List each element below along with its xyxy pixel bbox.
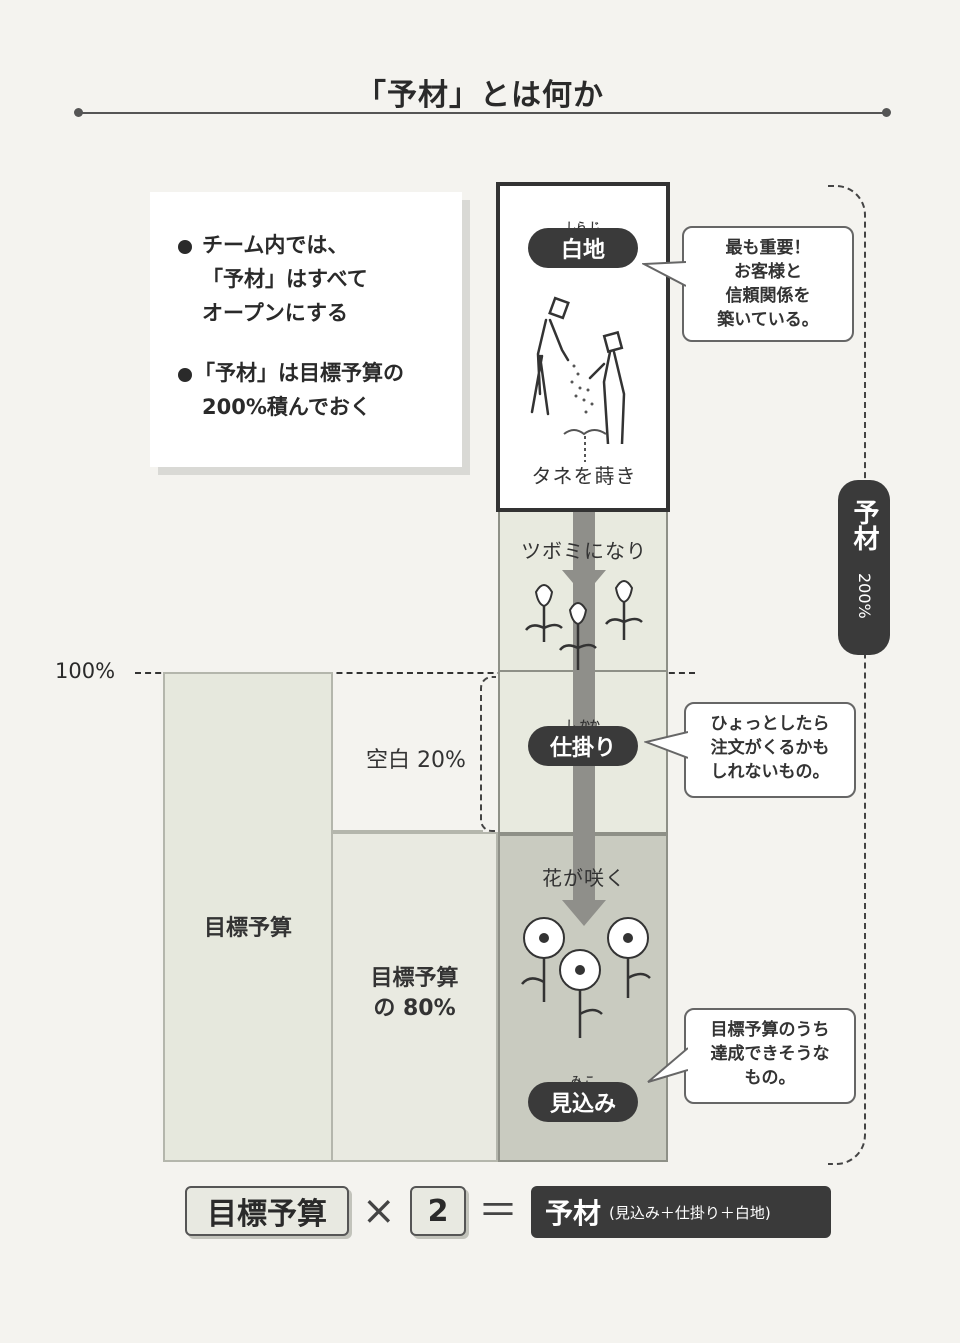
callout-line: 信頼関係を (725, 286, 811, 306)
flowers-illustration (521, 917, 651, 1038)
arrow-down-icon (562, 900, 606, 926)
callout-shiraji: 最も重要！ お客様と 信頼関係を 築いている。 (682, 226, 854, 342)
seed-sprout-icon (563, 429, 607, 462)
callout-pointer-icon (647, 1047, 688, 1083)
bullet-item: チーム内では、 「予材」はすべて オープンにする (178, 228, 368, 330)
callout-pointer-icon (644, 731, 688, 759)
callout-mikomi: 目標予算のうち 達成できそうな もの。 (684, 1008, 856, 1104)
callout-line: 最も重要！ (725, 238, 811, 258)
mikomi-ruby: み こ (528, 1072, 638, 1087)
callout-line: 達成できそうな (710, 1044, 830, 1064)
blank-bracket (480, 676, 496, 832)
title-rule (78, 112, 888, 114)
shiraji-block (496, 182, 670, 512)
callout-line: 築いている。 (717, 310, 819, 330)
callout-line: 注文がくるかも (710, 738, 830, 758)
shikakari-ruby: し かか (528, 716, 638, 731)
tsubomi-caption: ツボミになり (521, 539, 647, 563)
formula-result-label: 予材 (545, 1197, 602, 1230)
callout-line: しれないもの。 (710, 762, 830, 782)
yozai-tag: 予材 200% (838, 480, 890, 655)
formula-target-budget: 目標予算 (185, 1186, 349, 1236)
page-title: 「予材」とは何か (356, 78, 604, 113)
target-budget-block: 目標予算 (163, 672, 333, 1162)
sowing-people-illustration (530, 296, 626, 444)
callout-line: お客様と (734, 262, 802, 282)
formula-result-detail: (見込み＋仕掛り＋白地) (609, 1203, 771, 1222)
bullet-line: 「予材」は目標予算の (194, 361, 404, 385)
bullet-line: 「予材」はすべて (202, 267, 368, 291)
yozai-bracket (828, 185, 866, 1165)
shiraji-pill: 白地 (528, 228, 638, 268)
callout-line: もの。 (744, 1068, 796, 1088)
rule-dot-right (882, 108, 891, 117)
target-80-block: 目標予算 の 80% (333, 832, 498, 1162)
shiraji-caption: タネを蒔き (531, 464, 637, 488)
callout-line: ひょっとしたら (710, 714, 830, 734)
blank-label: 空白 20% (366, 748, 466, 773)
percent-line-label: 100% (55, 659, 116, 683)
bullet-icon (178, 368, 192, 382)
info-box: チーム内では、 「予材」はすべて オープンにする 「予材」は目標予算の 200%… (150, 192, 462, 467)
callout-line: 目標予算のうち (710, 1020, 830, 1040)
target-budget-label: 目標予算 (203, 916, 292, 941)
blank-bottom-line (333, 830, 483, 832)
percent-line (135, 672, 695, 674)
buds-illustration (525, 580, 643, 670)
target-80-label-1: 目標予算 (370, 966, 459, 991)
yozai-tag-value: 200% (855, 573, 874, 619)
arrow-down-icon (562, 570, 606, 596)
formula-equals: ＝ (478, 1188, 518, 1234)
callout-pointer-icon (642, 261, 686, 287)
formula-times: × (362, 1188, 396, 1234)
bullet-item: 「予材」は目標予算の 200%積んでおく (178, 356, 404, 424)
shiraji-ruby: しら じ (528, 218, 638, 233)
callout-shikakari: ひょっとしたら 注文がくるかも しれないもの。 (684, 702, 856, 798)
mikomi-pill: 見込み (528, 1082, 638, 1122)
target-80-label-2: の 80% (373, 996, 456, 1021)
bullet-icon (178, 240, 192, 254)
formula-result: 予材 (見込み＋仕掛り＋白地) (531, 1186, 831, 1238)
bullet-line: 200%積んでおく (202, 395, 371, 419)
yozai-tag-title: 予材 (849, 499, 879, 551)
shikakari-pill: 仕掛り (528, 726, 638, 766)
formula-multiplier: 2 (410, 1186, 466, 1236)
bullet-line: チーム内では、 (202, 233, 349, 257)
flower-caption: 花が咲く (542, 866, 626, 890)
bullet-line: オープンにする (202, 301, 348, 325)
